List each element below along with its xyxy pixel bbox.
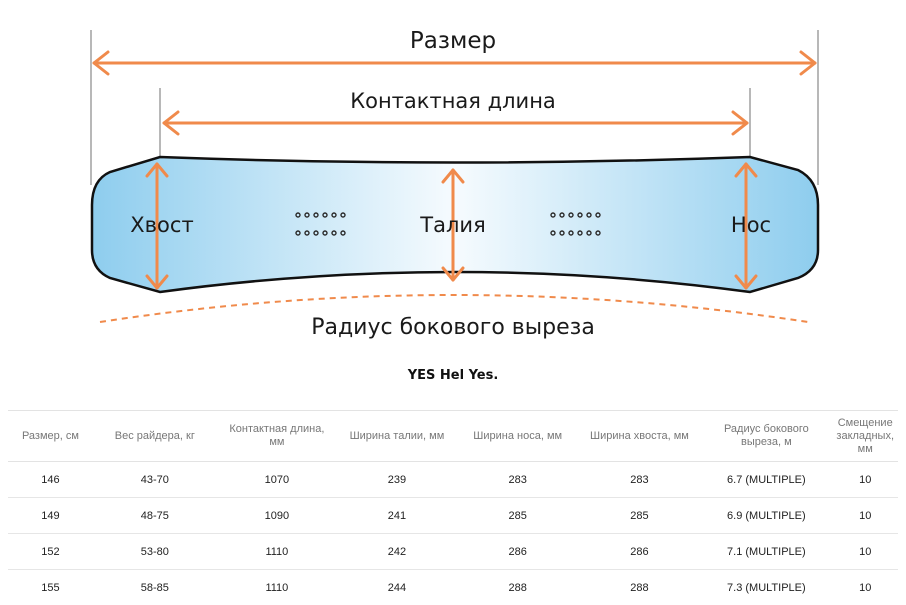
table-row: 152 53-80 1110 242 286 286 7.1 (MULTIPLE… (8, 534, 898, 570)
nose-label: Нос (731, 213, 771, 237)
cell-waist-width: 242 (337, 534, 457, 570)
cell-tail-width: 283 (579, 462, 701, 498)
contact-length-label: Контактная длина (350, 89, 556, 113)
cell-contact-length: 1070 (217, 462, 337, 498)
table-row: 149 48-75 1090 241 285 285 6.9 (MULTIPLE… (8, 498, 898, 534)
cell-contact-length: 1110 (217, 534, 337, 570)
cell-contact-length: 1090 (217, 498, 337, 534)
table-title: YES Hel Yes. (0, 368, 906, 383)
header-tail-width: Ширина хвоста, мм (579, 411, 701, 462)
cell-sidecut-radius: 7.1 (MULTIPLE) (700, 534, 832, 570)
header-waist-width: Ширина талии, мм (337, 411, 457, 462)
cell-nose-width: 283 (457, 462, 579, 498)
cell-nose-width: 285 (457, 498, 579, 534)
header-size: Размер, см (8, 411, 93, 462)
cell-insert-offset: 10 (832, 534, 898, 570)
header-nose-width: Ширина носа, мм (457, 411, 579, 462)
snowboard-diagram: Размер Контактная длина Хвост Талия Нос (0, 0, 906, 350)
header-sidecut-radius: Радиус бокового выреза, м (700, 411, 832, 462)
size-arrow (94, 52, 815, 74)
cell-size: 149 (8, 498, 93, 534)
cell-sidecut-radius: 6.7 (MULTIPLE) (700, 462, 832, 498)
cell-tail-width: 286 (579, 534, 701, 570)
sidecut-radius-label: Радиус бокового выреза (311, 315, 595, 340)
spec-table: Размер, см Вес райдера, кг Контактная дл… (8, 410, 898, 605)
table-row: 146 43-70 1070 239 283 283 6.7 (MULTIPLE… (8, 462, 898, 498)
contact-length-arrow (164, 112, 747, 134)
cell-rider-weight: 48-75 (93, 498, 217, 534)
cell-rider-weight: 53-80 (93, 534, 217, 570)
table-header-row: Размер, см Вес райдера, кг Контактная дл… (8, 411, 898, 462)
cell-insert-offset: 10 (832, 498, 898, 534)
cell-waist-width: 241 (337, 498, 457, 534)
header-insert-offset: Смещение закладных, мм (832, 411, 898, 462)
header-contact-length: Контактная длина, мм (217, 411, 337, 462)
cell-waist-width: 239 (337, 462, 457, 498)
header-rider-weight: Вес райдера, кг (93, 411, 217, 462)
size-label: Размер (410, 28, 496, 54)
cell-tail-width: 285 (579, 498, 701, 534)
cell-nose-width: 286 (457, 534, 579, 570)
waist-label: Талия (419, 213, 485, 237)
cell-rider-weight: 43-70 (93, 462, 217, 498)
cell-insert-offset: 10 (832, 462, 898, 498)
tail-label: Хвост (130, 213, 193, 237)
cell-size: 152 (8, 534, 93, 570)
cell-sidecut-radius: 6.9 (MULTIPLE) (700, 498, 832, 534)
cell-size: 146 (8, 462, 93, 498)
